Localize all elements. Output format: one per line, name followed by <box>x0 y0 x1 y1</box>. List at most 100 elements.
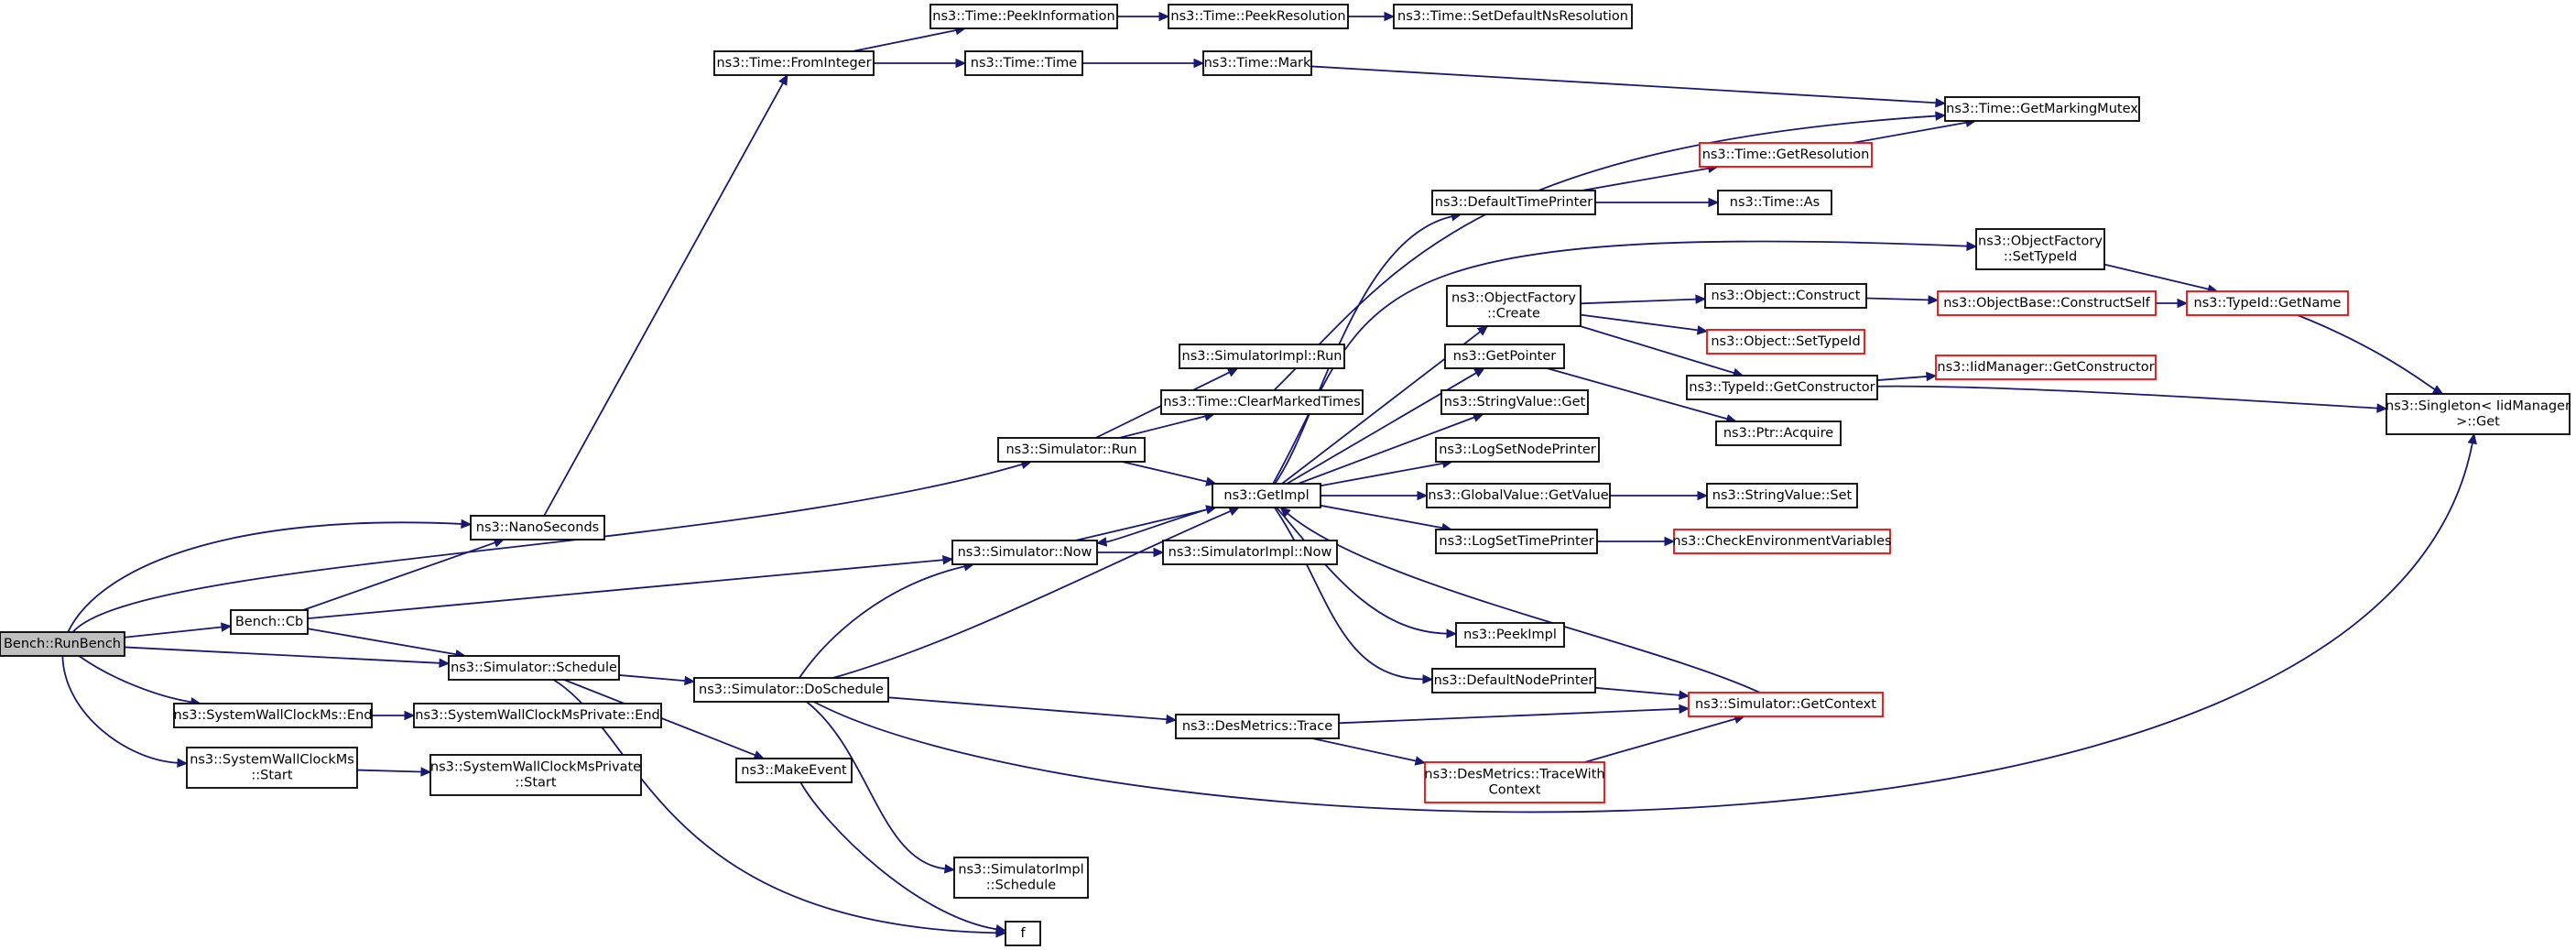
node-swcmsprivend[interactable]: ns3::SystemWallClockMsPrivate::End <box>413 703 662 728</box>
node-label: ns3::StringValue::Get <box>1444 395 1586 409</box>
node-typeidgetname[interactable]: ns3::TypeId::GetName <box>2186 290 2349 316</box>
node-globalvaluegetvalue[interactable]: ns3::GlobalValue::GetValue <box>1426 483 1611 508</box>
edge-arrowhead <box>943 864 956 874</box>
node-frominteger[interactable]: ns3::Time::FromInteger <box>713 50 875 76</box>
edge-arrowhead <box>1417 490 1429 501</box>
edge-arrowhead <box>420 767 432 777</box>
edge-line <box>799 565 965 679</box>
node-box <box>1160 389 1364 415</box>
node-getimpl[interactable]: ns3::GetImpl <box>1212 483 1321 508</box>
edge-clearmarkedtimes-to-getmarkingmutex <box>1273 111 1947 391</box>
node-label: ::Create <box>1487 307 1540 322</box>
node-timeas[interactable]: ns3::Time::As <box>1717 190 1832 215</box>
node-objconstruct[interactable]: ns3::Object::Construct <box>1704 283 1867 309</box>
node-setdefaultns[interactable]: ns3::Time::SetDefaultNsResolution <box>1393 4 1633 29</box>
node-box <box>1455 622 1565 648</box>
node-makeevent[interactable]: ns3::MakeEvent <box>735 758 853 783</box>
edge-line <box>2103 263 2209 290</box>
node-label: ns3::PeekImpl <box>1463 628 1557 642</box>
node-ptracquire[interactable]: ns3::Ptr::Acquire <box>1715 420 1842 446</box>
node-timemark[interactable]: ns3::Time::Mark <box>1202 50 1312 76</box>
node-box <box>1673 529 1891 554</box>
edge-nanoseconds-to-frominteger <box>543 73 788 517</box>
node-iidgetconstructor[interactable]: ns3::IidManager::GetConstructor <box>1935 355 2157 380</box>
edge-arrowhead <box>1966 241 1978 251</box>
node-ofcreate[interactable]: ns3::ObjectFactory::Create <box>1446 285 1581 327</box>
node-defaultnodeprinter[interactable]: ns3::DefaultNodePrinter <box>1431 668 1596 693</box>
edge-runbench-to-simrun <box>71 459 1033 633</box>
node-cb[interactable]: Bench::Cb <box>230 609 309 635</box>
node-nanoseconds[interactable]: ns3::NanoSeconds <box>470 515 605 541</box>
node-ofsettypeid[interactable]: ns3::ObjectFactory::SetTypeId <box>1975 228 2105 270</box>
edge-line <box>1274 507 1424 681</box>
node-label: ns3::DesMetrics::TraceWith <box>1424 768 1604 782</box>
node-simimplrun[interactable]: ns3::SimulatorImpl::Run <box>1179 344 1345 369</box>
node-box <box>713 50 875 76</box>
edge-arrowhead <box>1476 325 1489 336</box>
node-stringvalueset[interactable]: ns3::StringValue::Set <box>1706 483 1858 508</box>
node-logsetnodeprinter[interactable]: ns3::LogSetNodePrinter <box>1435 437 1600 463</box>
edge-objconstruct-to-constructself <box>1865 295 1940 305</box>
edge-line <box>1274 215 1452 485</box>
node-constructself[interactable]: ns3::ObjectBase::ConstructSelf <box>1937 290 2157 316</box>
node-peekresolution[interactable]: ns3::Time::PeekResolution <box>1168 4 1349 29</box>
node-simimplnow[interactable]: ns3::SimulatorImpl::Now <box>1162 540 1338 565</box>
node-objsettypeid[interactable]: ns3::Object::SetTypeId <box>1706 329 1865 355</box>
node-label: ns3::GetImpl <box>1223 488 1309 503</box>
edge-simdoschedule-to-singletonget <box>813 432 2477 814</box>
edge-runbench-to-swcmsstart <box>61 655 189 768</box>
node-label: ::SetTypeId <box>2004 250 2077 265</box>
node-peekinformation[interactable]: ns3::Time::PeekInformation <box>929 4 1118 29</box>
node-logsettimeprinter[interactable]: ns3::LogSetTimePrinter <box>1435 529 1598 554</box>
node-stringvalueget[interactable]: ns3::StringValue::Get <box>1440 389 1589 415</box>
node-label: ns3::Time::GetMarkingMutex <box>1946 102 2138 116</box>
node-runbench[interactable]: Bench::RunBench <box>0 631 125 657</box>
edge-arrowhead <box>177 758 189 768</box>
node-getmarkingmutex[interactable]: ns3::Time::GetMarkingMutex <box>1944 96 2140 122</box>
node-swcmsstart[interactable]: ns3::SystemWallClockMs::Start <box>186 747 358 789</box>
edge-ofcreate-to-objconstruct <box>1580 294 1707 305</box>
node-simdoschedule[interactable]: ns3::Simulator::DoSchedule <box>693 677 889 703</box>
node-label: ns3::CheckEnvironmentVariables <box>1672 534 1891 549</box>
node-box <box>1699 142 1873 168</box>
node-peekimpl[interactable]: ns3::PeekImpl <box>1455 622 1565 648</box>
node-desmetricstrace[interactable]: ns3::DesMetrics::Trace <box>1175 714 1340 739</box>
edge-getconstructor-to-iidgetconstructor <box>1876 371 1938 382</box>
edge-line <box>1310 65 1937 104</box>
edge-defaultnodeprinter-to-simgetcontext <box>1594 686 1690 701</box>
edge-line <box>1580 325 1734 374</box>
node-f[interactable]: f <box>1005 921 1041 946</box>
edge-tracewithcontext-to-simgetcontext <box>1584 714 1745 763</box>
node-label: ns3::SystemWallClockMs::End <box>174 708 373 723</box>
node-simimplschedule[interactable]: ns3::SimulatorImpl::Schedule <box>953 857 1089 899</box>
node-clearmarkedtimes[interactable]: ns3::Time::ClearMarkedTimes <box>1160 389 1364 415</box>
node-singletonget[interactable]: ns3::Singleton< IidManager >::Get <box>2386 393 2571 435</box>
edge-arrowhead <box>1928 295 1940 305</box>
edge-line <box>61 655 179 764</box>
node-checkenv[interactable]: ns3::CheckEnvironmentVariables <box>1672 529 1892 554</box>
edge-line <box>1580 298 1697 305</box>
edge-getimpl-to-getpointer <box>1286 367 1485 485</box>
node-getresolution[interactable]: ns3::Time::GetResolution <box>1699 142 1873 168</box>
node-box <box>1935 355 2157 380</box>
edge-arrowhead <box>1153 547 1165 558</box>
node-simschedule[interactable]: ns3::Simulator::Schedule <box>448 655 620 681</box>
edge-getimpl-to-logsettimeprinter <box>1320 504 1453 533</box>
edge-simdoschedule-to-desmetricstrace <box>887 696 1178 725</box>
node-box <box>1431 190 1596 215</box>
node-simrun[interactable]: ns3::Simulator::Run <box>997 437 1146 463</box>
edge-arrowhead <box>1679 690 1690 701</box>
node-getpointer[interactable]: ns3::GetPointer <box>1444 344 1565 369</box>
node-timetime[interactable]: ns3::Time::Time <box>964 50 1083 76</box>
edge-line <box>302 541 495 611</box>
node-simgetcontext[interactable]: ns3::Simulator::GetContext <box>1688 692 1884 717</box>
node-swcmsprivstart[interactable]: ns3::SystemWallClockMsPrivate::Start <box>429 754 642 796</box>
node-simnow[interactable]: ns3::Simulator::Now <box>951 540 1098 565</box>
node-box <box>1005 921 1041 946</box>
node-label: f <box>1020 926 1026 941</box>
node-swcmsend[interactable]: ns3::SystemWallClockMs::End <box>173 703 373 728</box>
edge-simrun-to-getimpl <box>1122 461 1217 486</box>
node-defaulttimeprinter[interactable]: ns3::DefaultTimePrinter <box>1431 190 1596 215</box>
node-getconstructor[interactable]: ns3::TypeId::GetConstructor <box>1686 375 1878 400</box>
